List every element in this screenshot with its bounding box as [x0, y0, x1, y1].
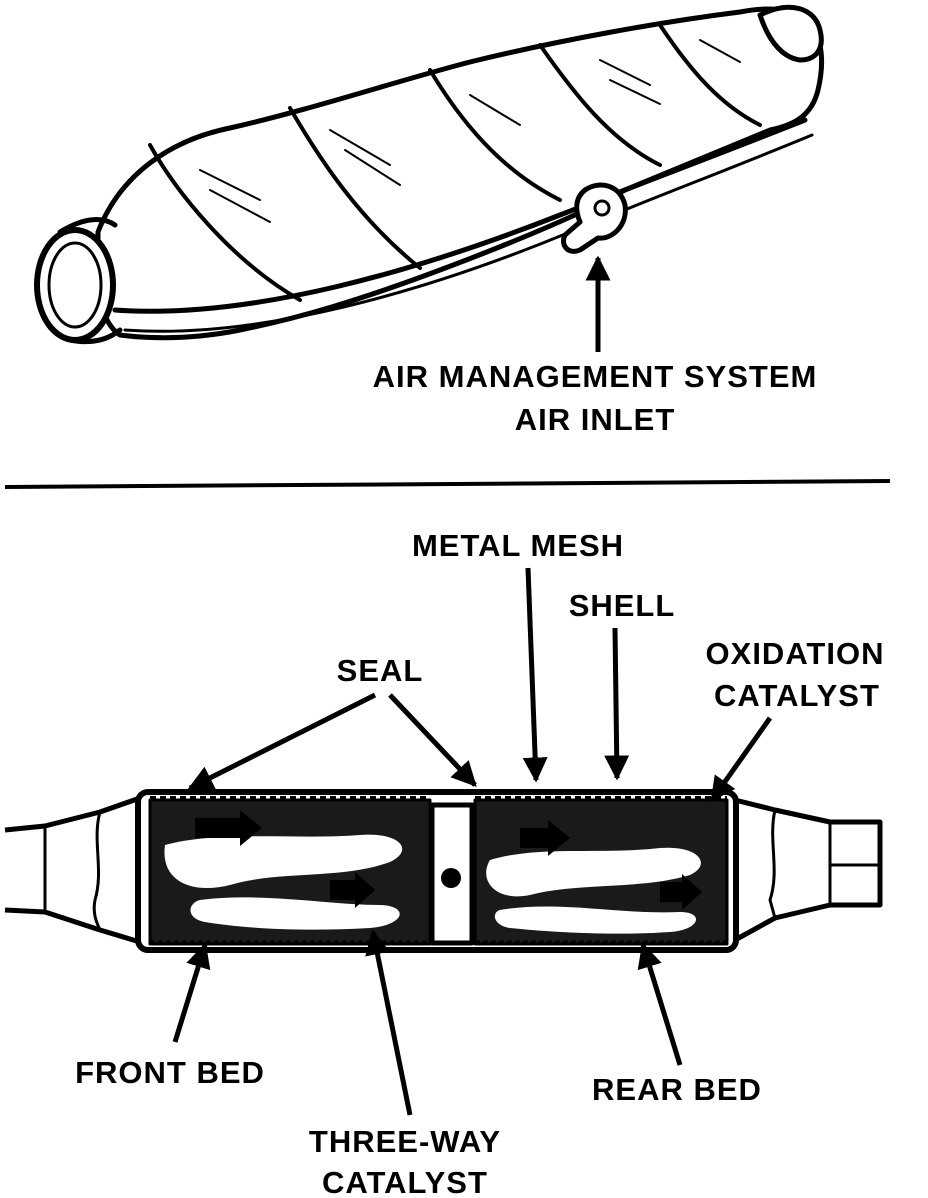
- converter-body-outline: [95, 6, 825, 341]
- front-bed-highlights: [164, 834, 403, 930]
- body-flange-seam-lower: [123, 133, 814, 333]
- three-way-catalyst-label-line1: THREE-WAY: [309, 1124, 501, 1159]
- front-bed-flow-arrow-1: [195, 810, 262, 846]
- rear-bed-highlights: [486, 847, 701, 934]
- right-outlet-pipe: [733, 797, 883, 943]
- front-bed-label: FRONT BED: [75, 1055, 265, 1090]
- seal-arrow-right: [388, 693, 477, 787]
- rear-bed-arrow: [637, 942, 683, 1066]
- outlet-pipe: [757, 4, 824, 63]
- rear-bed-label: REAR BED: [592, 1072, 762, 1107]
- front-bed-flow-arrow-2: [330, 872, 375, 908]
- body-rib-1: [148, 143, 302, 302]
- body-rib-2: [288, 106, 422, 270]
- oxidation-catalyst-label-line2: CATALYST: [714, 678, 880, 713]
- rear-bed-flow-arrow-2: [660, 874, 702, 910]
- air-inlet-fitting: [561, 182, 628, 254]
- body-rib-3: [428, 68, 562, 202]
- body-flange-seam: [112, 117, 808, 314]
- body-shading-1: [199, 39, 741, 223]
- air-inlet-label-line1: AIR MANAGEMENT SYSTEM: [373, 359, 818, 394]
- left-inlet-pipe: [4, 795, 143, 945]
- air-inlet-port: [593, 199, 611, 217]
- air-port-dot: [441, 868, 461, 888]
- inlet-pipe-collar: [57, 217, 123, 345]
- body-rib-4: [538, 43, 662, 167]
- oxidation-catalyst-arrow: [709, 716, 773, 803]
- three-way-catalyst-arrow: [365, 929, 413, 1116]
- inlet-pipe-inner: [47, 241, 103, 329]
- right-cone-edge: [768, 809, 880, 919]
- body-rib-5: [658, 23, 762, 127]
- lower-leader-arrows: [172, 567, 773, 1116]
- seal-label: SEAL: [337, 653, 424, 688]
- section-divider: [4, 479, 891, 489]
- shell-label: SHELL: [569, 588, 676, 623]
- left-cone-edge: [43, 811, 102, 931]
- seal-arrow-left: [187, 692, 377, 791]
- rear-bed-flow-arrow-1: [520, 820, 570, 856]
- air-inlet-label-line2: AIR INLET: [515, 402, 676, 437]
- converter-exterior-view: [34, 4, 825, 345]
- metal-mesh-arrow: [522, 567, 548, 783]
- shell-arrow: [604, 627, 630, 781]
- three-way-catalyst-label-line2: CATALYST: [322, 1165, 488, 1198]
- converter-cutaway-view: [4, 789, 883, 953]
- oxidation-catalyst-label-line1: OXIDATION: [706, 636, 885, 671]
- front-bed-arrow: [172, 942, 211, 1043]
- metal-mesh-label: METAL MESH: [412, 528, 624, 563]
